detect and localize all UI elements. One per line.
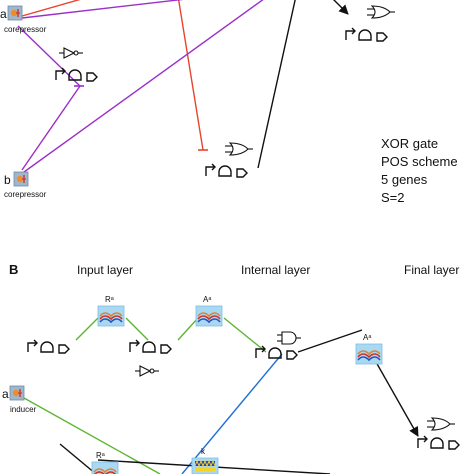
input-b-caption: corepressor [4,190,47,199]
layer-label-internal: Internal layer [241,263,310,277]
gene-final [417,435,460,450]
input-a-caption: corepressor [4,25,47,34]
activator-box-2 [355,343,383,365]
info-line-3: 5 genes [381,172,428,187]
k-box [191,457,219,474]
inducer-a-icon [9,385,25,401]
panel-b-letter: B [9,262,18,277]
activation-edge-green-4 [223,317,267,353]
layer-label-input: Input layer [77,263,133,277]
repression-edge-purple-4 [23,0,264,173]
activation-edge-green-1 [75,317,99,341]
repression-edge-purple-3 [21,85,81,171]
panel-b: B Input layer Internal layer Final layer… [2,262,460,474]
activation-edge-blue [181,353,283,474]
not-gate-icon-b [134,365,160,377]
or-gate-icon [366,5,396,19]
gene-output-top [345,27,388,42]
panel-a: a corepressor b corepressor XOR gate POS… [0,0,458,205]
info-line-4: S=2 [381,190,405,205]
input-b-a-letter: a [2,387,9,401]
layer-label-final: Final layer [404,263,459,277]
wire-black-b-1 [297,329,363,353]
repression-edge-red-2 [177,0,204,151]
repression-edge-purple-1 [21,0,184,19]
wire-black-b-4 [59,443,97,474]
and-gate-icon [276,331,302,345]
not-gate-icon [58,47,84,59]
or-gate-icon-b [426,417,456,431]
wire-black-2 [333,0,349,15]
reg-label-3: Aᵃ [363,333,372,342]
gene-input-1 [27,339,70,354]
or-gate-icon-lower [224,142,254,156]
activation-edge-green-2 [125,317,149,341]
gene-input-2 [129,339,172,354]
info-line-2: POS scheme [381,154,458,169]
reg-label-2: Aᵃ [203,295,212,304]
repression-edge-red-1 [21,0,81,17]
repression-edge-purple-2 [17,25,81,87]
input-a-letter: a [0,7,7,21]
reg-label-4: Rᵃ [96,451,106,460]
corepressor-b-icon [13,171,29,187]
reg-label-1: Rᵃ [105,295,115,304]
corepressor-a-icon [7,5,23,21]
activation-edge-green-3 [177,317,199,341]
inducer-caption: inducer [10,405,37,414]
reg-label-5: k [201,447,206,456]
info-line-1: XOR gate [381,136,438,151]
wire-black-1 [257,0,296,169]
gene-not [55,67,98,82]
activator-box-1 [195,305,223,327]
repression-edge-red-4 [186,0,203,150]
activation-edge-green-5 [23,397,161,474]
gene-internal [255,345,298,360]
input-b-letter: b [4,173,11,187]
repressor-box-1 [97,305,125,327]
repressor-box-2 [91,461,119,474]
gene-or-lower [205,163,248,178]
wire-black-b-2 [375,361,419,437]
